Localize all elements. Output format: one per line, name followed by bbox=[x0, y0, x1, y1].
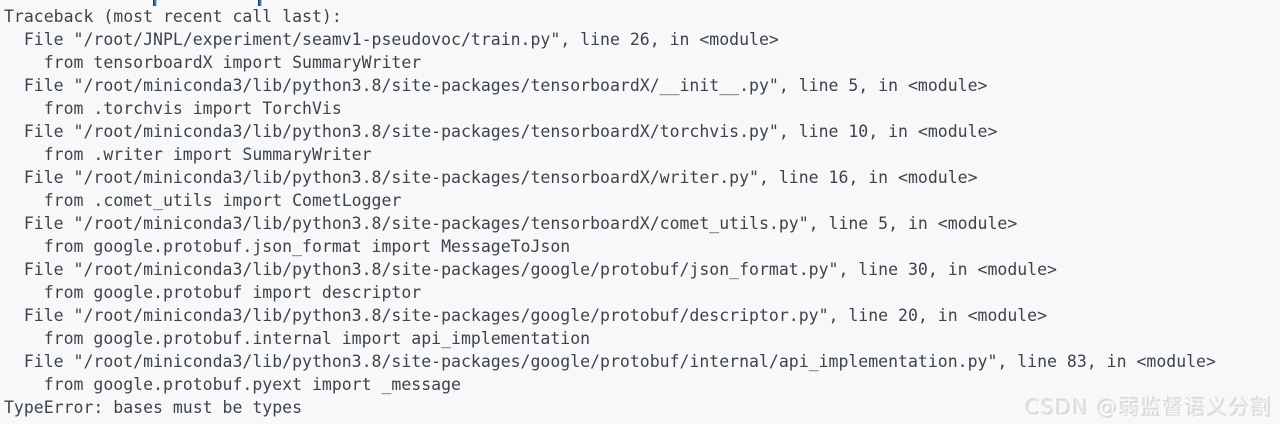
traceback-line: File "/root/miniconda3/lib/python3.8/sit… bbox=[4, 352, 1216, 371]
traceback-line: from .writer import SummaryWriter bbox=[4, 145, 372, 164]
clipped-text-fragment bbox=[258, 0, 262, 6]
traceback-line: File "/root/JNPL/experiment/seamv1-pseud… bbox=[4, 30, 779, 49]
traceback-line: from .torchvis import TorchVis bbox=[4, 99, 342, 118]
traceback-line: from google.protobuf.json_format import … bbox=[4, 237, 571, 256]
traceback-line: File "/root/miniconda3/lib/python3.8/sit… bbox=[4, 168, 978, 187]
traceback-line: from google.protobuf.pyext import _messa… bbox=[4, 375, 461, 394]
traceback-line: File "/root/miniconda3/lib/python3.8/sit… bbox=[4, 306, 1048, 325]
clipped-text-fragment bbox=[153, 0, 157, 6]
traceback-line: File "/root/miniconda3/lib/python3.8/sit… bbox=[4, 76, 988, 95]
traceback-line: from .comet_utils import CometLogger bbox=[4, 191, 402, 210]
traceback-line: from tensorboardX import SummaryWriter bbox=[4, 53, 422, 72]
traceback-line: File "/root/miniconda3/lib/python3.8/sit… bbox=[4, 214, 1018, 233]
traceback-line: File "/root/miniconda3/lib/python3.8/sit… bbox=[4, 122, 998, 141]
traceback-line: from google.protobuf import descriptor bbox=[4, 283, 422, 302]
traceback-line: TypeError: bases must be types bbox=[4, 398, 303, 417]
traceback-line: File "/root/miniconda3/lib/python3.8/sit… bbox=[4, 260, 1057, 279]
csdn-watermark: CSDN @弱监督语义分割 bbox=[1025, 396, 1273, 420]
traceback-output: Traceback (most recent call last): File … bbox=[4, 5, 1216, 419]
traceback-line: from google.protobuf.internal import api… bbox=[4, 329, 591, 348]
traceback-line: Traceback (most recent call last): bbox=[4, 7, 342, 26]
